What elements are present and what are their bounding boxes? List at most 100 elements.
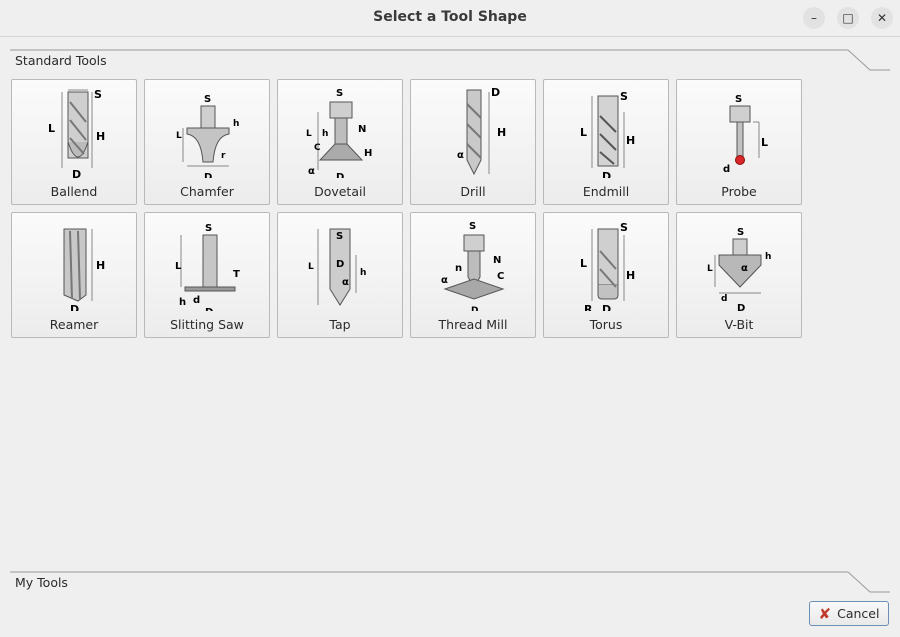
tool-label: Ballend (50, 184, 98, 199)
label-h: H (626, 269, 635, 282)
probe-icon: S L d (723, 94, 768, 175)
tap-icon: S L D h α (308, 228, 366, 306)
label-h: H (497, 126, 506, 139)
label-d: D (204, 172, 212, 178)
slitting-saw-icon: S L T h d D (175, 223, 240, 311)
label-d: D (336, 172, 344, 178)
tool-tile-dovetail[interactable]: S L h C N H α D Dovetail (277, 79, 403, 205)
label-h: H (96, 130, 105, 143)
label-n: N (358, 124, 366, 135)
tool-label: V-Bit (724, 317, 754, 332)
label-l: L (306, 129, 312, 139)
close-icon: ✕ (876, 11, 888, 25)
tool-tile-reamer[interactable]: H D Reamer (11, 212, 137, 338)
drill-icon: D H α (457, 86, 506, 176)
minimize-button[interactable]: – (803, 7, 825, 29)
tool-label: Drill (460, 184, 486, 199)
torus-icon: S L H R D (580, 221, 635, 311)
label-h: H (626, 134, 635, 147)
cancel-icon: ✘ (818, 604, 832, 623)
label-s: S (205, 223, 212, 234)
label-alpha: α (457, 150, 464, 161)
label-c: C (497, 271, 504, 282)
label-s: S (94, 88, 102, 101)
tool-tile-tap[interactable]: S L D h α Tap (277, 212, 403, 338)
ballend-icon: S L H D (48, 88, 105, 178)
section-title-standard: Standard Tools (15, 53, 107, 68)
label-l: L (176, 131, 182, 141)
label-r-big: R (584, 303, 593, 311)
cancel-label: Cancel (837, 606, 880, 621)
tool-tile-drill[interactable]: D H α Drill (410, 79, 536, 205)
label-l: L (175, 261, 182, 272)
label-h-small: h (765, 252, 771, 262)
label-h-small: h (233, 119, 239, 129)
label-l: L (580, 126, 587, 139)
tool-tile-thread-mill[interactable]: S n N C α D Thread Mill (410, 212, 536, 338)
label-h-small: h (322, 129, 328, 139)
tool-tile-v-bit[interactable]: S L h α d D V-Bit (676, 212, 802, 338)
tool-label: Chamfer (180, 184, 234, 199)
label-alpha: α (308, 166, 315, 177)
label-s: S (620, 221, 628, 234)
label-d-small: d (723, 164, 730, 175)
endmill-icon: S L H D (580, 90, 635, 178)
label-d: D (72, 168, 81, 178)
section-title-mine: My Tools (15, 575, 68, 590)
tool-tile-chamfer[interactable]: S L h r D Chamfer (144, 79, 270, 205)
label-s: S (469, 221, 476, 232)
tool-label: Slitting Saw (170, 317, 244, 332)
label-d-small: d (721, 294, 727, 304)
tool-label: Reamer (49, 317, 99, 332)
maximize-button[interactable]: □ (837, 7, 859, 29)
label-r: r (221, 151, 226, 161)
tool-tile-ballend[interactable]: S L H D Ballend (11, 79, 137, 205)
section-divider-mine (10, 571, 890, 593)
label-d: D (602, 170, 611, 178)
label-alpha: α (441, 275, 448, 286)
label-h-small: h (179, 297, 186, 308)
title-bar: Select a Tool Shape – □ ✕ (0, 0, 900, 37)
tool-tile-torus[interactable]: S L H R D Torus (543, 212, 669, 338)
label-l: L (48, 122, 55, 135)
label-d-small: d (193, 295, 200, 306)
label-s: S (336, 231, 343, 242)
label-c: C (314, 143, 321, 153)
tool-tile-endmill[interactable]: S L H D Endmill (543, 79, 669, 205)
section-divider-standard (10, 49, 890, 71)
label-h: H (96, 259, 105, 272)
label-n-small: n (455, 263, 462, 274)
label-l: L (580, 257, 587, 270)
label-d: D (205, 307, 213, 311)
label-d: D (602, 303, 611, 311)
v-bit-icon: S L h α d D (707, 227, 771, 311)
window-title: Select a Tool Shape (373, 9, 527, 25)
tool-label: Tap (329, 317, 351, 332)
label-s: S (737, 227, 744, 238)
label-n: N (493, 255, 501, 266)
label-s: S (336, 88, 343, 99)
label-d: D (737, 303, 745, 311)
label-s: S (620, 90, 628, 103)
chamfer-icon: S L h r D (176, 94, 239, 178)
label-d: D (336, 259, 344, 270)
tool-label: Endmill (582, 184, 630, 199)
tool-label: Thread Mill (438, 317, 508, 332)
label-l: L (308, 262, 314, 272)
maximize-icon: □ (842, 11, 854, 25)
label-h: H (364, 148, 372, 159)
label-d: D (471, 306, 478, 311)
label-t: T (233, 269, 240, 280)
close-button[interactable]: ✕ (871, 7, 893, 29)
tool-tile-slitting-saw[interactable]: S L T h d D Slitting Saw (144, 212, 270, 338)
tool-label: Probe (721, 184, 757, 199)
label-d: D (491, 86, 500, 99)
label-l: L (707, 264, 713, 274)
thread-mill-icon: S n N C α D (441, 221, 505, 311)
cancel-button[interactable]: ✘ Cancel (809, 601, 889, 626)
tool-label: Dovetail (314, 184, 366, 199)
label-h-small: h (360, 268, 366, 278)
tool-tile-probe[interactable]: S L d Probe (676, 79, 802, 205)
reamer-icon: H D (63, 228, 105, 311)
dovetail-icon: S L h C N H α D (306, 88, 372, 178)
